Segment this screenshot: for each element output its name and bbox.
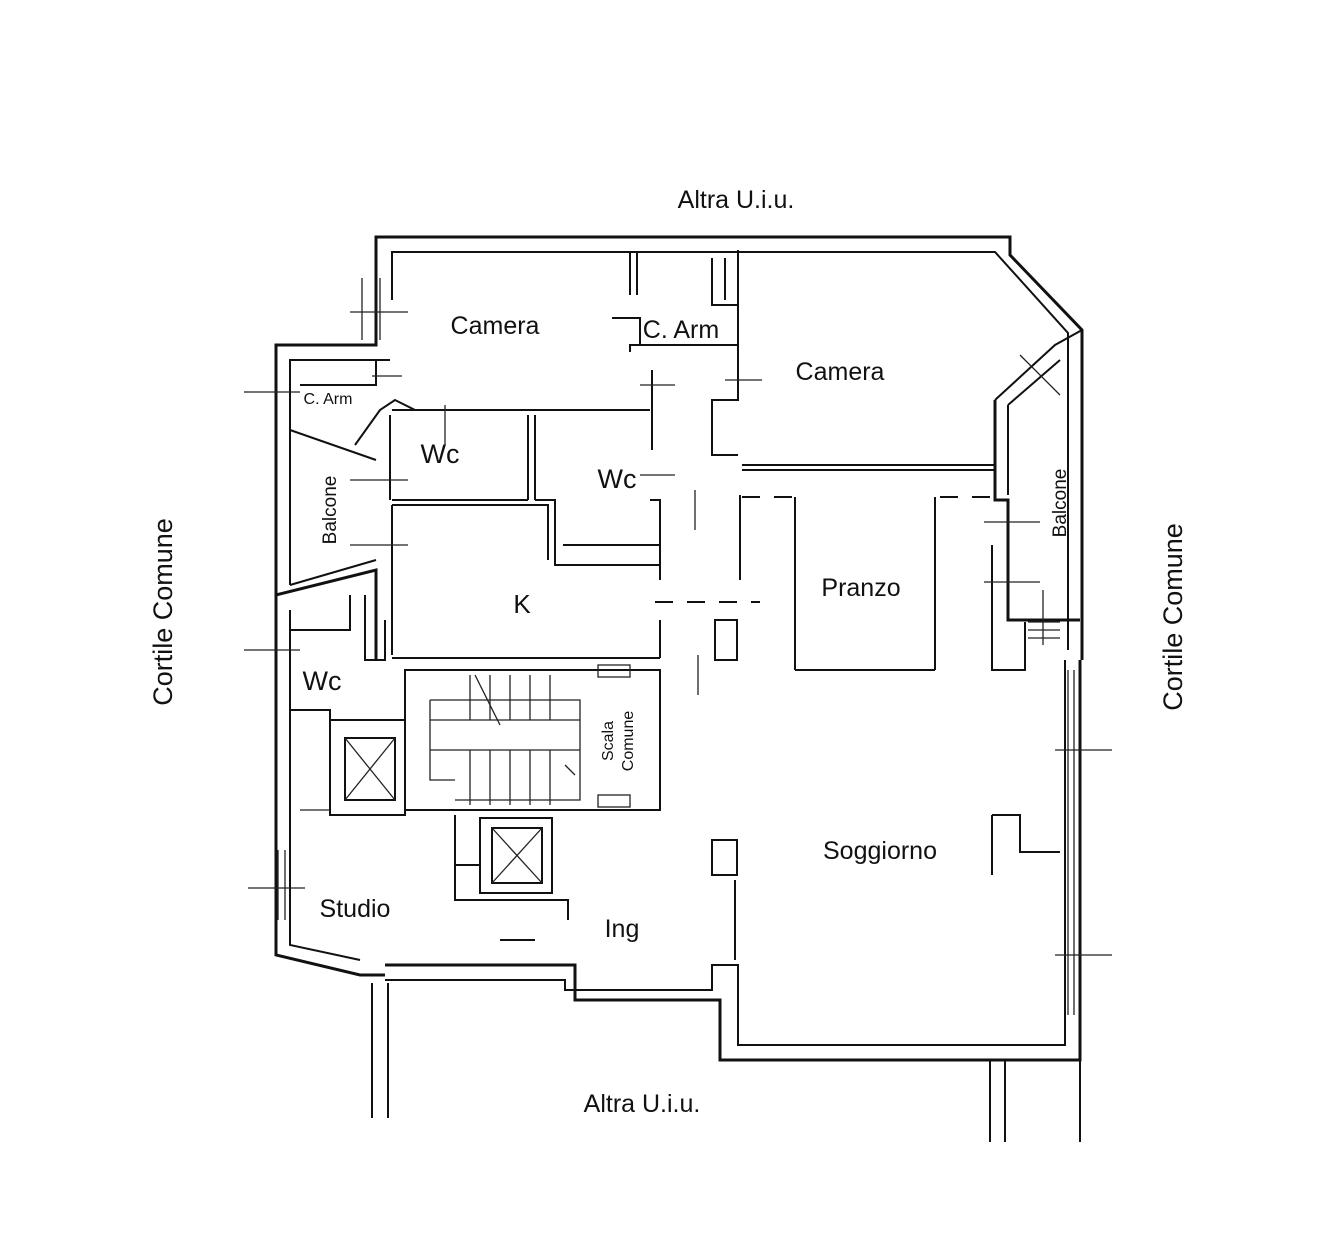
right-courtyard-label: Cortile Comune xyxy=(1158,523,1188,711)
top-neighbor-label: Altra U.i.u. xyxy=(678,186,795,214)
room-label-camera-1: Camera xyxy=(451,312,540,340)
room-label-kitchen: K xyxy=(513,589,531,619)
room-label-wc-1: Wc xyxy=(421,439,460,469)
room-label-scala-line2: Comune xyxy=(620,711,637,772)
room-label-wc-2: Wc xyxy=(598,464,637,494)
room-label-balcone-right: Balcone xyxy=(1050,469,1071,538)
room-label-c-arm-1: C. Arm xyxy=(643,316,719,344)
interior-walls xyxy=(290,250,1075,1015)
section-ticks xyxy=(244,278,1112,956)
left-courtyard-label: Cortile Comune xyxy=(148,518,178,706)
room-label-c-arm-2: C. Arm xyxy=(304,391,353,408)
room-label-pranzo: Pranzo xyxy=(821,574,900,602)
room-label-camera-2: Camera xyxy=(796,358,885,386)
right-balcony-walls xyxy=(991,329,1083,671)
outer-walls xyxy=(274,235,1084,1142)
room-label-wc-3: Wc xyxy=(303,666,342,696)
room-label-ingresso: Ing xyxy=(605,915,640,943)
bottom-neighbor-label: Altra U.i.u. xyxy=(584,1090,701,1118)
plan-labels: Altra U.i.u. Altra U.i.u. Cortile Comune… xyxy=(148,186,1188,1118)
common-stair xyxy=(329,664,661,941)
room-label-studio: Studio xyxy=(320,895,391,923)
room-label-scala-line1: Scala xyxy=(600,721,617,761)
room-label-balcone-left: Balcone xyxy=(320,476,341,545)
room-label-soggiorno: Soggiorno xyxy=(823,837,937,865)
